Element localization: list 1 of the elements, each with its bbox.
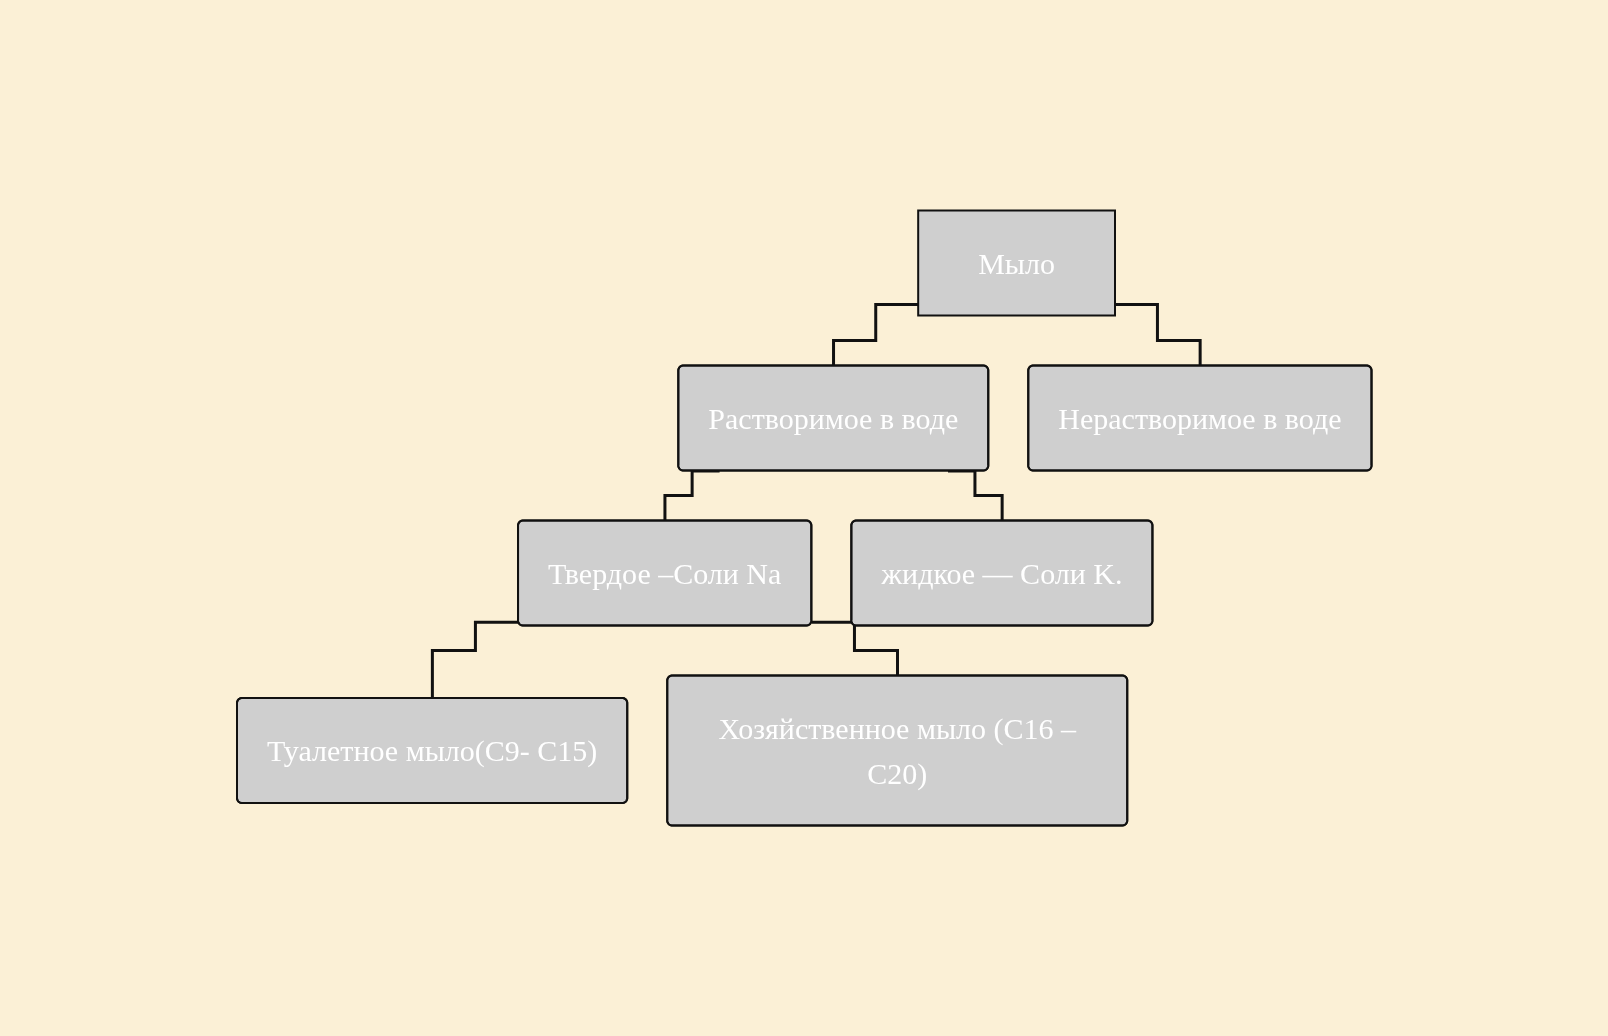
connector bbox=[430, 620, 519, 700]
